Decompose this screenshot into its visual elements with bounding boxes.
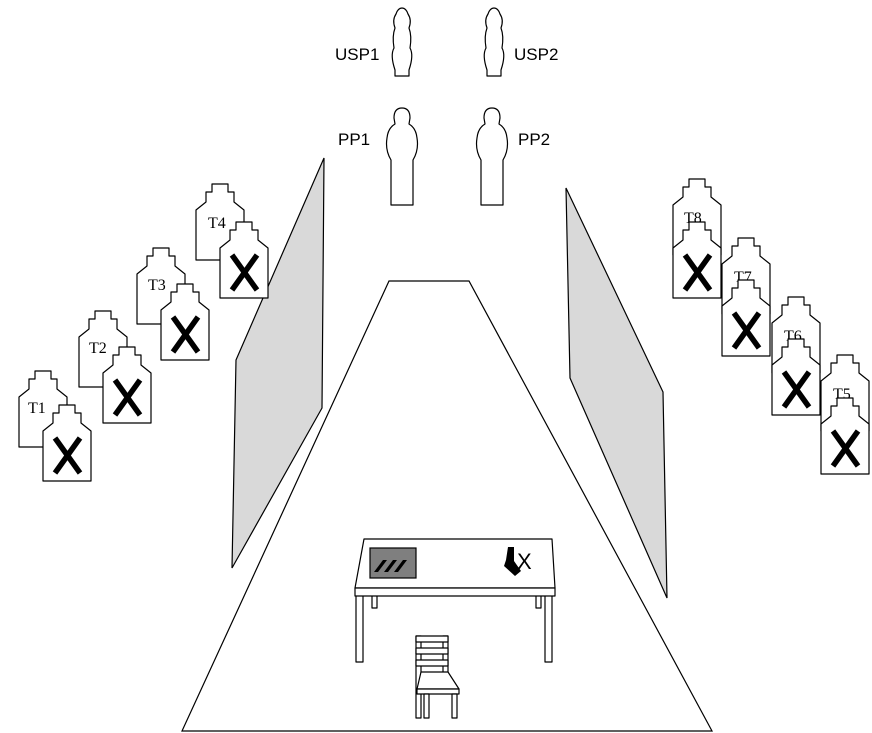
table-x-label: X: [517, 549, 532, 574]
t4-label: T4: [208, 215, 226, 232]
left-barrier-panel: [231, 157, 325, 569]
usp2-label: USP2: [514, 45, 558, 64]
t2-label: T2: [89, 340, 107, 357]
magazines-icon: [374, 560, 407, 572]
target-pair-t3: T3: [136, 247, 210, 361]
t1-label: T1: [28, 400, 46, 417]
target-pair-t4: T4: [195, 183, 269, 299]
target-pair-t1: T1: [18, 370, 92, 482]
usp1-silhouette: [391, 7, 413, 77]
pp2-silhouette: [475, 107, 509, 206]
pp1-label: PP1: [338, 130, 370, 149]
shooting-lane-floor: [181, 280, 714, 732]
target-pair-t8: T8: [672, 178, 722, 299]
right-barrier-panel: [565, 187, 668, 599]
target-pair-t7: T7: [721, 237, 771, 357]
pp1-silhouette: [385, 107, 419, 206]
pp2-label: PP2: [518, 130, 550, 149]
usp1-label: USP1: [335, 45, 379, 64]
chair-icon: [415, 635, 460, 719]
t3-label: T3: [148, 277, 166, 294]
pistol-icon: [504, 547, 521, 576]
table-icon: X: [354, 538, 556, 663]
target-pair-t6: T6: [771, 296, 821, 416]
target-pair-t5: T5: [820, 354, 870, 475]
target-pair-t2: T2: [78, 310, 152, 424]
usp2-silhouette: [483, 7, 505, 77]
